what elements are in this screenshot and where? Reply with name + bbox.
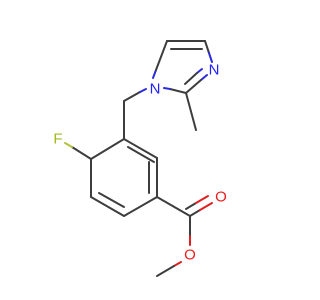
bond-n3-c2-double-colored: [196, 68, 203, 74]
bond-carbonyl-o-double-b: [185, 202, 197, 210]
molecule-structure: F N N O O: [53, 40, 227, 277]
bond-n3-c2-double: [184, 72, 198, 85]
bond-ring-c5-c6-double: [98, 192, 125, 208]
bond-carbonyl-o-double-a-colored: [199, 202, 213, 211]
bond-n3-c2: [185, 79, 202, 94]
atom-labels: F N N O O: [53, 62, 226, 264]
bond-carbonyl-o-double-a: [189, 209, 201, 217]
bond-ring-c3-c2: [123, 138, 158, 159]
atom-nitrogen-3: N: [209, 62, 220, 79]
bond-ring-c5-c6: [90, 196, 125, 217]
bond-ring-c3-c4: [90, 138, 125, 160]
bond-ch2-n1-colored: [139, 88, 147, 93]
bond-ch2-n1: [123, 91, 141, 102]
bond-c4-n3-colored: [208, 52, 213, 63]
bond-carbonyl-o-double-b-colored: [195, 195, 209, 204]
bond-c2-methyl: [185, 92, 197, 131]
bond-ring-c6-c1: [123, 196, 158, 217]
atom-oxygen-carbonyl: O: [215, 189, 227, 206]
bond-n1-c5-colored: [152, 69, 157, 79]
bond-n1-c5: [155, 40, 168, 71]
bond-c4-n3: [204, 40, 210, 54]
atom-oxygen-ester: O: [184, 247, 196, 264]
bond-n3-c2-colored: [200, 74, 208, 81]
bonds: [64, 40, 213, 277]
bond-o-methyl-colored: [173, 261, 182, 267]
bond-c1-carbonyl: [156, 196, 191, 217]
atom-nitrogen-1: N: [150, 81, 161, 98]
bond-c2-n1: [169, 88, 187, 94]
bond-c2-n1-colored: [163, 87, 171, 90]
bond-ring-c3-c2-double: [127, 146, 155, 163]
bond-o-methyl: [156, 265, 175, 277]
bond-c4-f: [71, 146, 92, 160]
bond-f-segment: [64, 142, 73, 148]
atom-fluorine: F: [53, 131, 62, 148]
